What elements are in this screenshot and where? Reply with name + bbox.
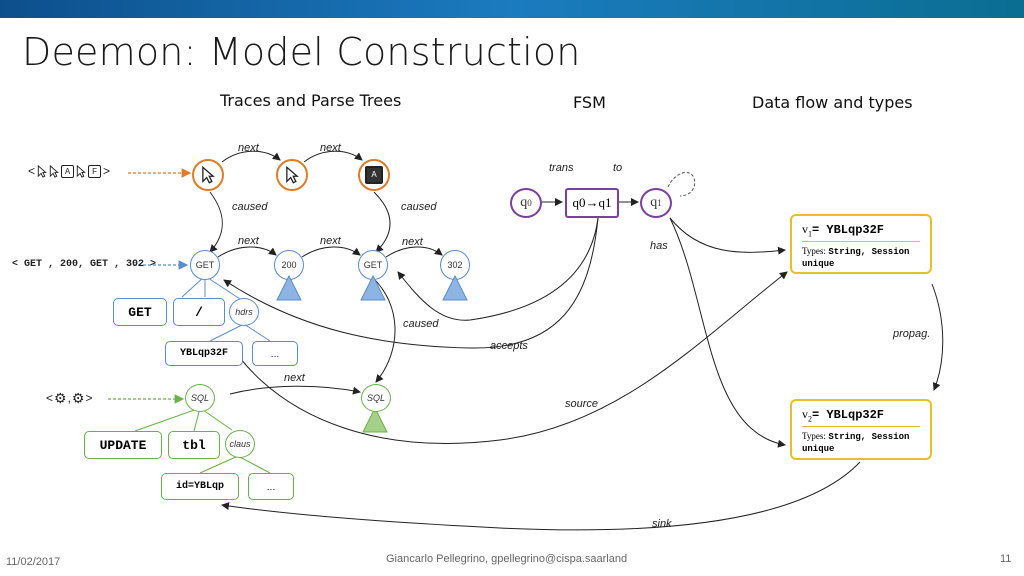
fsm-transition-state: q0→q1	[565, 188, 619, 218]
footer-date: 11/02/2017	[6, 556, 61, 568]
cursor-icon	[37, 164, 47, 178]
types-value: String, Session unique	[802, 247, 910, 270]
variable-types: Types: String, Session unique	[802, 431, 920, 455]
variable-value: = YBLqp32F	[812, 408, 885, 422]
subtree-triangle	[442, 274, 468, 301]
edge-label-next: next	[320, 142, 341, 154]
ui-event-node-2	[276, 159, 308, 191]
edge-label-next: next	[320, 235, 341, 247]
variable-header: v1= YBLqp32F	[802, 222, 920, 243]
edge-label-next: next	[284, 372, 305, 384]
sql-parse-node-condition: id=YBLqp	[161, 473, 239, 500]
variable-types: Types: String, Session unique	[802, 246, 920, 270]
key-a-icon: A	[61, 164, 75, 178]
edge-label-trans: trans	[549, 162, 574, 174]
q0-label: q	[520, 195, 528, 210]
types-label: Types:	[802, 431, 826, 442]
edge-label-to: to	[613, 162, 623, 174]
cursor-icon	[76, 164, 86, 178]
edge-label-accepts: accepts	[490, 340, 528, 352]
edge-label-sink: sink	[652, 518, 672, 530]
sql-parse-node-ellipsis: …	[248, 473, 294, 500]
variable-subscript: 1	[808, 229, 812, 239]
sql-node: SQL	[361, 384, 391, 412]
q1-subscript: 1	[657, 198, 662, 208]
angle-right-glyph: >	[103, 164, 111, 178]
angle-right-glyph: >	[85, 391, 93, 405]
gears-icon: ⚙	[71, 390, 85, 406]
variable-box-v1: v1= YBLqp32F Types: String, Session uniq…	[790, 214, 932, 274]
variable-name: v	[802, 407, 808, 421]
types-value: String, Session unique	[802, 432, 910, 455]
parse-node-path: /	[173, 298, 225, 326]
cursor-icon	[286, 166, 299, 184]
footer-page-number: 11	[1000, 553, 1012, 565]
edge-label-caused: caused	[403, 318, 439, 330]
sql-parse-node-table: tbl	[168, 431, 220, 459]
edge-label-propag: propag.	[893, 328, 931, 340]
slide-title: Deemon: Model Construction	[22, 30, 581, 74]
edge-label-next: next	[238, 142, 259, 154]
parse-node-ellipsis: …	[252, 341, 298, 366]
fsm-transition-label: q0→q1	[572, 195, 612, 210]
column-header-fsm: FSM	[573, 93, 606, 112]
column-header-dataflow: Data flow and types	[752, 93, 913, 112]
edge-label-has: has	[650, 240, 668, 252]
key-f-icon: F	[88, 164, 102, 178]
column-header-traces: Traces and Parse Trees	[220, 91, 402, 110]
http-node-get: GET	[190, 250, 220, 280]
edge-label-next: next	[238, 235, 259, 247]
top-banner	[0, 0, 1024, 18]
comma-glyph: ,	[67, 391, 71, 405]
subtree-triangle	[276, 274, 302, 301]
parse-node-hdrs: hdrs	[229, 298, 259, 326]
variable-subscript: 2	[808, 414, 812, 424]
sql-event-sequence: < ⚙ , ⚙ >	[46, 391, 93, 405]
edge-label-caused: caused	[401, 201, 437, 213]
subtree-triangle	[362, 406, 388, 433]
sql-parse-node-update: UPDATE	[84, 431, 162, 459]
sql-parse-node-clause: claus	[225, 430, 255, 458]
parse-node-header-value: YBLqp32F	[165, 341, 243, 366]
gears-icon: ⚙	[54, 390, 67, 406]
edge-label-next: next	[402, 236, 423, 248]
ui-event-node-3: A	[358, 159, 390, 191]
types-label: Types:	[802, 246, 826, 257]
cursor-icon	[49, 164, 59, 178]
angle-left-glyph: <	[28, 164, 36, 178]
ui-event-sequence: < A F >	[28, 164, 110, 178]
variable-header: v2= YBLqp32F	[802, 407, 920, 428]
q1-label: q	[650, 195, 658, 210]
parse-node-get: GET	[113, 298, 167, 326]
cursor-icon	[202, 166, 215, 184]
variable-box-v2: v2= YBLqp32F Types: String, Session uniq…	[790, 399, 932, 460]
footer-author: Giancarlo Pellegrino, gpellegrino@cispa.…	[386, 553, 628, 565]
angle-left-glyph: <	[46, 391, 54, 405]
key-a-icon: A	[365, 166, 383, 184]
subtree-triangle	[360, 274, 386, 301]
edge-label-caused: caused	[232, 201, 268, 213]
q0-subscript: 0	[527, 198, 532, 208]
edge-label-source: source	[565, 398, 599, 410]
http-trace-sequence: < GET , 200, GET , 302 >	[12, 259, 157, 270]
sql-node: SQL	[185, 384, 215, 412]
variable-value: = YBLqp32F	[812, 223, 885, 237]
variable-name: v	[802, 222, 808, 236]
ui-event-node-1	[192, 159, 224, 191]
